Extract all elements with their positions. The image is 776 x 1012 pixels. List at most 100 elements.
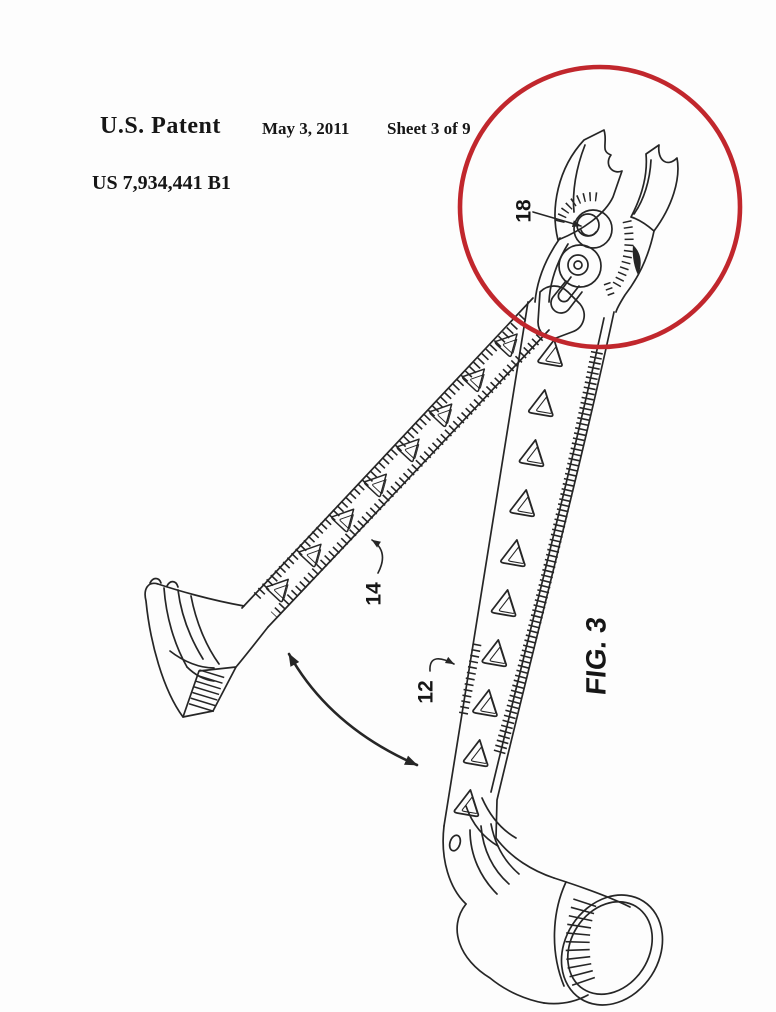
keyhole-boss-outer <box>558 244 602 288</box>
triangle-cutout-inner <box>517 496 534 514</box>
keyhole-center-hole <box>573 260 583 270</box>
triangle-cutout-inner <box>372 479 387 494</box>
triangle-cutout-inner <box>508 546 525 564</box>
rotation-double-arrow <box>287 652 419 767</box>
pivot-outer-circle <box>573 209 613 249</box>
triangle-cutout-inner <box>526 446 543 464</box>
ref-label-18: 18 <box>513 199 536 223</box>
keyhole-slot-inner <box>557 276 580 303</box>
triangle-cutout <box>481 639 508 668</box>
triangle-cutout-inner <box>502 339 518 354</box>
patent-number: US 7,934,441 B1 <box>92 172 231 194</box>
triangle-cutout-inner <box>480 696 497 714</box>
handle-left-ruler-ticks <box>458 643 482 717</box>
keyhole-ring <box>567 254 589 276</box>
leader-line-18 <box>532 211 582 227</box>
triangle-cutout-inner <box>339 514 354 529</box>
triangle-cutout <box>331 508 355 533</box>
triangle-cutout-inner <box>536 396 552 414</box>
triangle-cutout-inner <box>437 409 452 424</box>
striking-face-outer <box>560 894 664 1006</box>
hammer-bulge <box>456 903 545 1004</box>
pivot-protractor-ticks <box>555 192 598 224</box>
sheet-number: Sheet 3 of 9 <box>387 119 471 138</box>
claw-outer-edge <box>144 582 245 718</box>
triangle-cutout <box>490 589 517 618</box>
cylinder-top-edge <box>553 877 631 908</box>
head-right-edge <box>615 230 655 313</box>
cylinder-bottom-edge <box>543 994 589 1005</box>
triangle-cutout-inner <box>470 746 487 764</box>
triangle-cutout <box>494 333 518 358</box>
triangle-cutout-inner <box>470 374 485 389</box>
claw-slot <box>190 595 220 665</box>
claw-curl-line <box>169 650 215 669</box>
triangle-cutout-inner <box>545 346 562 364</box>
triangle-cutout-inner <box>489 646 506 664</box>
pliers-head <box>534 129 679 340</box>
triangle-cutout <box>462 739 489 768</box>
leader-line-14 <box>371 539 384 574</box>
triangle-cutout <box>396 438 420 463</box>
crowbar-arm <box>241 297 550 628</box>
triangle-cutout <box>509 489 535 518</box>
handle-neck-line-1 <box>465 805 499 847</box>
right-jaw-inner-line <box>633 159 652 215</box>
head-right-curl-shade <box>632 245 641 275</box>
ref-label-12: 12 <box>415 680 438 703</box>
triangle-cutout <box>363 473 388 498</box>
triangle-cutout-inner <box>498 596 515 614</box>
crowbar-upper-ruler-ticks <box>253 313 527 600</box>
cylinder-hatch <box>565 898 598 993</box>
left-jaw <box>554 129 623 241</box>
figure-caption: FIG. 3 <box>581 615 612 696</box>
triangle-cutout <box>537 339 563 368</box>
triangle-cutout-inner <box>306 549 322 565</box>
cylinder-near-rim <box>553 881 567 987</box>
head-right-edge-ticks <box>603 281 616 299</box>
hinge-plate <box>537 285 585 340</box>
triangle-cutout <box>518 439 545 468</box>
claw-prong-tip-notch-2 <box>166 580 179 588</box>
crowbar-lower-ruler-ticks <box>270 333 544 619</box>
triangle-cutout <box>453 789 480 818</box>
handle-left-edge <box>443 301 529 827</box>
handle-arm <box>443 301 615 847</box>
crowbar-upper-edge <box>241 297 534 609</box>
handle-neck-line-2 <box>481 797 517 839</box>
triangle-cutout <box>461 368 486 393</box>
neck-inner-line-2 <box>480 825 510 885</box>
neck-inner-line-1 <box>469 829 498 895</box>
triangle-cutout <box>527 389 554 418</box>
claw-arm-junction <box>235 626 269 668</box>
head-left-outer-edge <box>534 237 561 303</box>
pivot-cam-crescent <box>580 229 597 237</box>
annotation-highlight-circle <box>457 64 743 350</box>
patent-heading: U.S. Patent <box>100 113 221 139</box>
head-right-ticks <box>612 220 634 289</box>
triangle-cutout-inner <box>404 444 420 459</box>
claw-prong-inner-2 <box>177 589 204 660</box>
handle-right-edge <box>495 311 615 839</box>
triangle-cutout <box>298 543 322 568</box>
triangle-cutout-inner <box>461 796 478 814</box>
chisel-bevel-hatch <box>188 669 225 713</box>
striking-face-inner <box>566 900 654 996</box>
keyhole-slot <box>550 280 583 314</box>
claw-fork <box>144 577 269 718</box>
hammer-neck-left <box>442 825 467 905</box>
hammer-head <box>442 823 664 1006</box>
hammer-neck-right <box>495 837 555 879</box>
left-jaw-inner-line <box>572 144 586 213</box>
triangle-cutout <box>265 578 289 603</box>
ref-label-14: 14 <box>363 582 386 606</box>
leader-line-12 <box>429 656 455 672</box>
patent-date: May 3, 2011 <box>262 119 350 138</box>
triangle-cutout <box>472 689 498 718</box>
claw-prong-tip-notch-1 <box>149 577 162 584</box>
triangle-cutout <box>429 403 453 428</box>
neck-hole <box>448 834 462 852</box>
right-jaw <box>630 144 679 232</box>
